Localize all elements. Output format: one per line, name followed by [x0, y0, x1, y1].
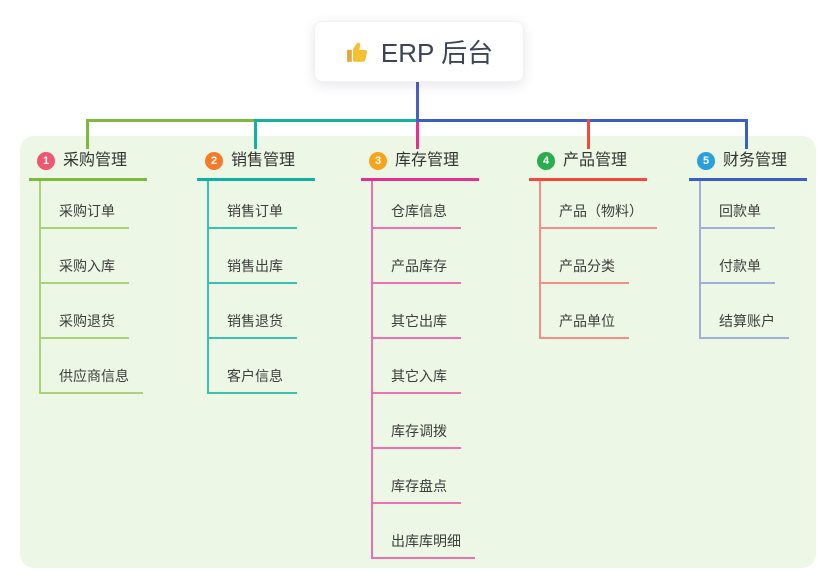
branch4-children-spine	[539, 181, 541, 339]
child-node[interactable]: 销售订单	[207, 174, 297, 229]
root-label: ERP 后台	[380, 38, 494, 68]
branches-panel	[20, 136, 816, 568]
branch1-children-spine	[39, 181, 41, 394]
child-node[interactable]: 结算账户	[699, 284, 789, 339]
child-node[interactable]: 采购退货	[39, 284, 129, 339]
child-node[interactable]: 客户信息	[207, 339, 297, 394]
connector-branch4-riser	[587, 119, 590, 149]
branch-number-badge: 5	[697, 152, 715, 170]
child-node[interactable]: 产品库存	[371, 229, 461, 284]
connector-branch5-horizontal	[418, 119, 748, 122]
branch1-children: 采购订单 采购入库 采购退货 供应商信息	[39, 174, 143, 394]
branch3-children: 仓库信息 产品库存 其它出库 其它入库 库存调拨 库存盘点 出库库明细	[371, 174, 475, 559]
branch5-children: 回款单 付款单 结算账户	[699, 174, 789, 339]
connector-branch1-riser	[86, 119, 89, 149]
branch-label: 采购管理	[63, 152, 128, 169]
connector-branch1-horizontal	[87, 119, 418, 122]
connector-branch3-riser	[416, 121, 419, 149]
root-node[interactable]: ERP 后台	[314, 21, 524, 82]
branch-label: 产品管理	[563, 152, 628, 169]
branch4-children: 产品（物料） 产品分类 产品单位	[539, 174, 657, 339]
child-node[interactable]: 其它出库	[371, 284, 461, 339]
child-node[interactable]: 付款单	[699, 229, 775, 284]
child-node[interactable]: 产品分类	[539, 229, 629, 284]
child-node[interactable]: 采购订单	[39, 174, 129, 229]
child-node[interactable]: 供应商信息	[39, 339, 143, 394]
child-node[interactable]: 库存盘点	[371, 449, 461, 504]
connector-branch2-horizontal	[255, 119, 418, 122]
connector-branch2-riser	[254, 119, 257, 149]
branch-number-badge: 4	[537, 152, 555, 170]
child-node[interactable]: 库存调拨	[371, 394, 461, 449]
child-node[interactable]: 采购入库	[39, 229, 129, 284]
branch-number-badge: 3	[369, 152, 387, 170]
connector-branch5-riser	[745, 119, 748, 149]
branch-label: 库存管理	[395, 152, 460, 169]
root-connector-line	[416, 82, 419, 122]
branch-label: 财务管理	[723, 152, 788, 169]
branch-label: 销售管理	[231, 152, 296, 169]
branch2-children: 销售订单 销售出库 销售退货 客户信息	[207, 174, 297, 394]
child-node[interactable]: 出库库明细	[371, 504, 475, 559]
child-node[interactable]: 回款单	[699, 174, 775, 229]
branch-header-finance[interactable]: 5 财务管理	[689, 150, 807, 181]
child-node[interactable]: 销售出库	[207, 229, 297, 284]
child-node[interactable]: 销售退货	[207, 284, 297, 339]
branch2-children-spine	[207, 181, 209, 394]
branch3-children-spine	[371, 181, 373, 559]
branch-number-badge: 1	[37, 152, 55, 170]
child-node[interactable]: 产品单位	[539, 284, 629, 339]
branch-header-product[interactable]: 4 产品管理	[529, 150, 647, 181]
branch-header-inventory[interactable]: 3 库存管理	[361, 150, 479, 181]
child-node[interactable]: 其它入库	[371, 339, 461, 394]
thumbs-up-icon	[345, 39, 371, 65]
branch-header-sales[interactable]: 2 销售管理	[197, 150, 315, 181]
child-node[interactable]: 产品（物料）	[539, 174, 657, 229]
branch5-children-spine	[699, 181, 701, 339]
branch-number-badge: 2	[205, 152, 223, 170]
branch-header-purchase[interactable]: 1 采购管理	[29, 150, 147, 181]
child-node[interactable]: 仓库信息	[371, 174, 461, 229]
